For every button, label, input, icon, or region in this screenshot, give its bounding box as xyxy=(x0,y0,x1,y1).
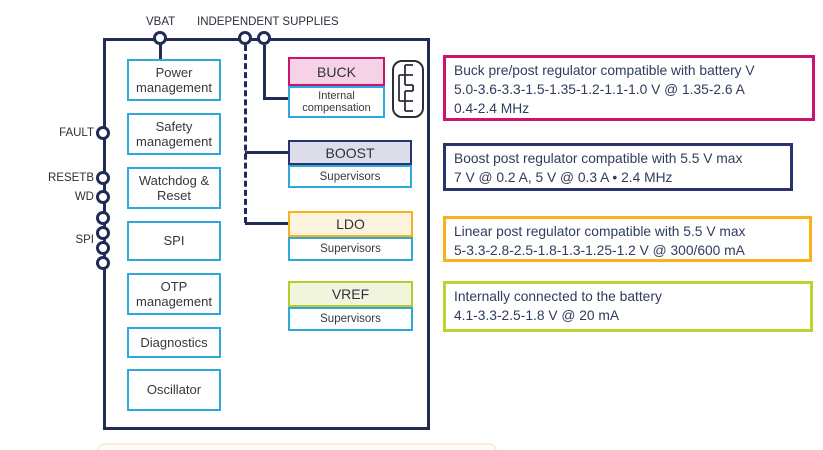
vbat-pin xyxy=(153,31,167,45)
vbat-stem-line xyxy=(159,42,162,60)
boost-supply-hline xyxy=(245,151,289,154)
spi-pin-1 xyxy=(96,211,110,225)
buck-supply-vline xyxy=(263,45,266,100)
independent-supply-pin-2 xyxy=(257,31,271,45)
block-spi: SPI xyxy=(127,221,221,261)
spi-pin-4 xyxy=(96,256,110,270)
mosfet-pair-icon xyxy=(392,60,424,118)
buck-supply-hline xyxy=(263,97,289,100)
vref-supervisors-block: Supervisors xyxy=(288,307,413,331)
vref-description-box: Internally connected to the battery 4.1-… xyxy=(443,281,813,332)
wd-pin xyxy=(96,190,110,204)
resetb-label: RESETB xyxy=(47,172,94,184)
bottom-cropped-box-edge xyxy=(97,443,497,450)
buck-block: BUCK xyxy=(288,57,385,86)
boost-description-box: Boost post regulator compatible with 5.5… xyxy=(443,143,793,191)
spi-pin-2 xyxy=(96,226,110,240)
vbat-label: VBAT xyxy=(146,16,176,28)
block-safety-management: Safety management xyxy=(127,113,221,155)
independent-supply-dashed-line xyxy=(244,45,247,223)
ldo-block: LDO xyxy=(288,211,413,237)
block-otp-management: OTP management xyxy=(127,273,221,315)
ldo-description-box: Linear post regulator compatible with 5.… xyxy=(443,216,812,262)
wd-label: WD xyxy=(74,191,94,203)
block-watchdog-reset: Watchdog & Reset xyxy=(127,167,221,209)
spi-pin-3 xyxy=(96,241,110,255)
ldo-supply-hline xyxy=(245,222,289,225)
fault-pin xyxy=(96,126,110,140)
ldo-supervisors-block: Supervisors xyxy=(288,237,413,261)
block-oscillator: Oscillator xyxy=(127,369,221,411)
block-diagnostics: Diagnostics xyxy=(127,327,221,358)
vref-block: VREF xyxy=(288,281,413,307)
spi-label: SPI xyxy=(75,234,94,246)
block-power-management: Power management xyxy=(127,59,221,101)
buck-description-box: Buck pre/post regulator compatible with … xyxy=(443,55,815,121)
buck-internal-compensation-block: Internal compensation xyxy=(288,86,385,118)
boost-block: BOOST xyxy=(288,140,412,165)
resetb-pin xyxy=(96,171,110,185)
boost-supervisors-block: Supervisors xyxy=(288,165,412,188)
independent-supply-pin-1 xyxy=(238,31,252,45)
fault-label: FAULT xyxy=(59,127,94,139)
independent-supplies-label: INDEPENDENT SUPPLIES xyxy=(197,16,339,28)
